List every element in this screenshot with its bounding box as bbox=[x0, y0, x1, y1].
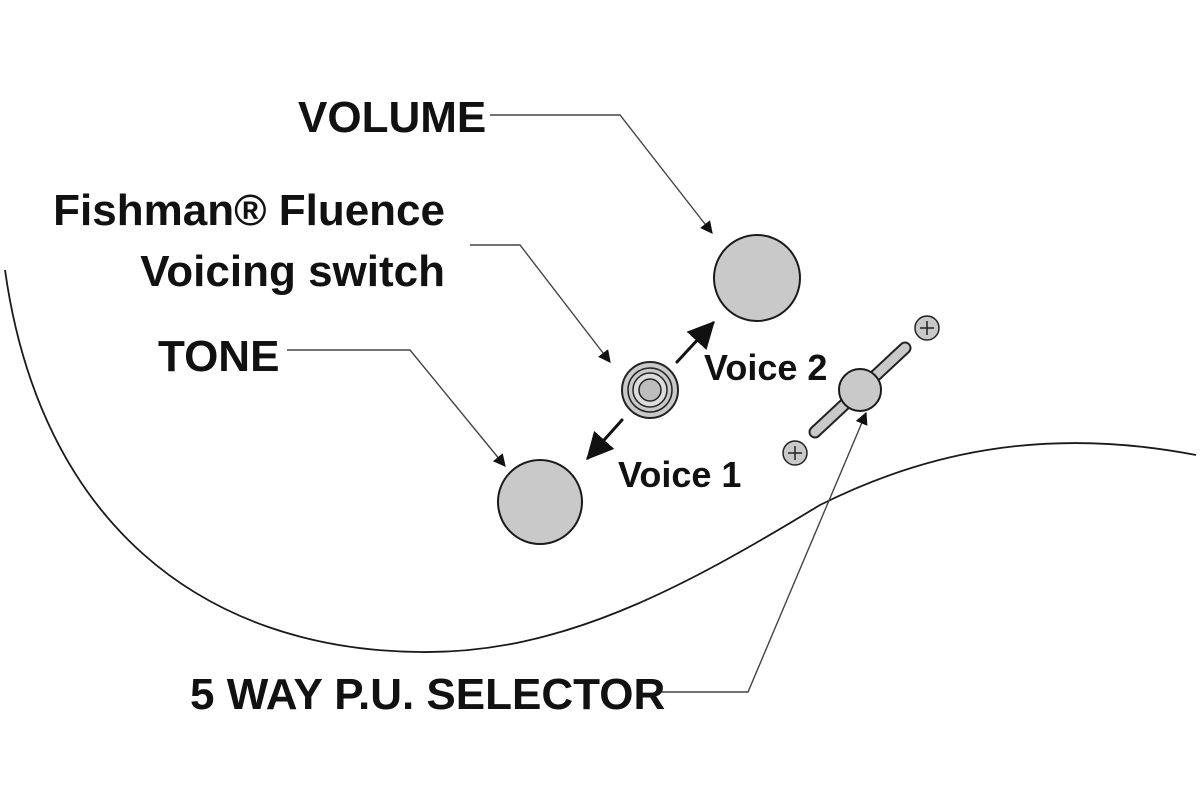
tone-label: TONE bbox=[158, 332, 279, 381]
selector-leader bbox=[660, 411, 868, 693]
volume-leader bbox=[490, 114, 713, 234]
body-outline-curve bbox=[4, 269, 1197, 653]
screw-top-icon bbox=[914, 315, 940, 341]
selector-label: 5 WAY P.U. SELECTOR bbox=[190, 670, 665, 719]
screw-bottom-icon bbox=[782, 440, 808, 466]
voicing-switch-label-line2: Voicing switch bbox=[140, 247, 445, 296]
voice1-arrow bbox=[586, 418, 624, 461]
voice2-arrow bbox=[675, 321, 715, 364]
voice2-label: Voice 2 bbox=[704, 347, 827, 388]
voicing-leader bbox=[470, 244, 611, 363]
pickup-selector bbox=[808, 341, 912, 439]
tone-knob bbox=[497, 459, 583, 545]
voice1-label: Voice 1 bbox=[618, 454, 741, 495]
volume-label: VOLUME bbox=[298, 93, 486, 142]
voicing-switch bbox=[621, 361, 679, 419]
voicing-switch-label-line1: Fishman® Fluence bbox=[53, 186, 445, 235]
volume-knob bbox=[713, 234, 801, 322]
tone-leader bbox=[287, 349, 506, 467]
